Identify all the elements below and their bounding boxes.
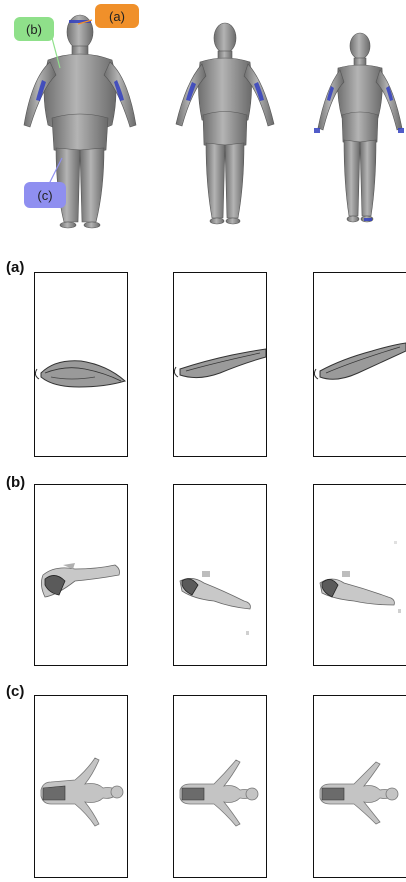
slice-a2-svg bbox=[174, 348, 266, 379]
slice-b1-svg bbox=[41, 563, 120, 598]
callout-b-label: (b) bbox=[26, 21, 42, 37]
row-b-label: (b) bbox=[6, 474, 26, 491]
row-c-panel-2 bbox=[173, 695, 267, 878]
row-c-label: (c) bbox=[6, 683, 25, 700]
row-a-panel-2 bbox=[173, 272, 267, 457]
callout-c-label: (c) bbox=[37, 187, 53, 203]
figure-slim-highlights bbox=[314, 86, 404, 221]
row-a-label: (a) bbox=[6, 259, 25, 276]
callout-a-leader bbox=[77, 19, 93, 25]
slice-b3-svg bbox=[319, 541, 401, 613]
silhouette-c2-svg bbox=[179, 759, 259, 827]
row-b-panel-1 bbox=[34, 484, 128, 666]
row-b-panel-2 bbox=[173, 484, 267, 666]
slice-a1-svg bbox=[35, 360, 127, 388]
figure-slim bbox=[317, 32, 403, 223]
row-c-panel-1 bbox=[34, 695, 128, 878]
figure-medium bbox=[175, 22, 275, 225]
callout-c: (c) bbox=[24, 182, 66, 208]
figure-heavy-highlights bbox=[36, 20, 124, 101]
slice-b2-svg bbox=[179, 571, 251, 635]
figure-heavy bbox=[23, 14, 137, 229]
row-c-panel-3 bbox=[313, 695, 406, 878]
row-b-panel-3 bbox=[313, 484, 406, 666]
callout-b-leader bbox=[51, 37, 61, 69]
body-figures-svg bbox=[23, 14, 404, 229]
figure-medium-highlights bbox=[186, 82, 264, 101]
silhouette-c1-svg bbox=[40, 757, 124, 827]
body-figures bbox=[0, 0, 406, 240]
callout-b: (b) bbox=[14, 17, 54, 41]
row-a-panel-3 bbox=[313, 272, 406, 457]
callout-a: (a) bbox=[95, 4, 139, 28]
callout-a-label: (a) bbox=[109, 8, 125, 24]
silhouette-c3-svg bbox=[319, 761, 399, 825]
callout-c-leader bbox=[47, 157, 63, 187]
slice-a3-svg bbox=[314, 342, 406, 380]
row-a-panel-1 bbox=[34, 272, 128, 457]
